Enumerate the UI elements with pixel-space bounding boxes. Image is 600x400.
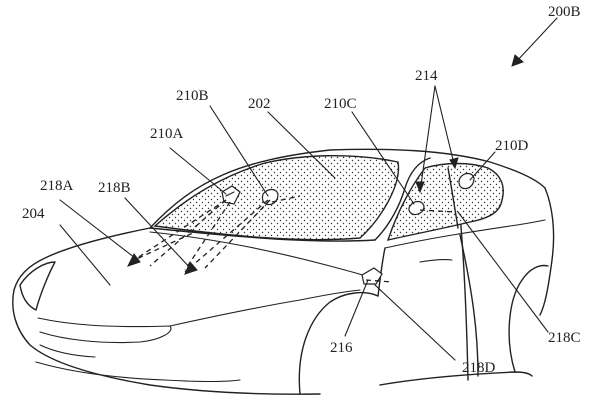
label-projection-d: 218D	[462, 360, 496, 376]
label-projection-b: 218B	[98, 180, 131, 196]
fog-lamp	[39, 344, 96, 358]
hood-edge	[13, 227, 151, 291]
car-body	[12, 148, 555, 395]
label-window-group: 214	[415, 68, 438, 84]
door-handle	[419, 259, 453, 263]
sensor-210a	[221, 185, 241, 205]
rear-wheel-arch	[508, 264, 549, 373]
fender-line	[169, 289, 361, 327]
front-wheel-arch	[298, 291, 379, 395]
label-figure-id: 200B	[548, 4, 581, 20]
leader-lines	[59, 17, 558, 361]
rear-quarter	[539, 187, 555, 316]
rocker	[379, 371, 533, 386]
front-bumper	[12, 289, 321, 395]
sensor-210c	[408, 200, 425, 216]
projection-cones	[127, 195, 456, 283]
label-sensor-a: 210A	[150, 126, 184, 142]
label-mirror-sensor: 216	[330, 340, 353, 356]
sensor-210d	[458, 172, 475, 190]
a-pillar	[374, 157, 431, 241]
front-door-edge	[377, 247, 386, 297]
grille	[37, 317, 172, 344]
lower-intake	[35, 361, 241, 383]
roof-line	[149, 148, 546, 229]
window-divider	[447, 167, 459, 229]
belt-line	[384, 219, 546, 249]
label-windshield: 202	[248, 96, 271, 112]
side-window-glass	[386, 162, 504, 241]
label-sensor-d: 210D	[495, 138, 529, 154]
label-projection-c: 218C	[548, 330, 581, 346]
label-hood: 204	[22, 206, 45, 222]
rear-door-line	[459, 234, 479, 377]
label-sensor-b: 210B	[176, 88, 209, 104]
headlight	[19, 261, 56, 311]
arrowheads	[127, 54, 524, 275]
label-projection-a: 218A	[40, 178, 74, 194]
label-sensor-c: 210C	[324, 96, 357, 112]
